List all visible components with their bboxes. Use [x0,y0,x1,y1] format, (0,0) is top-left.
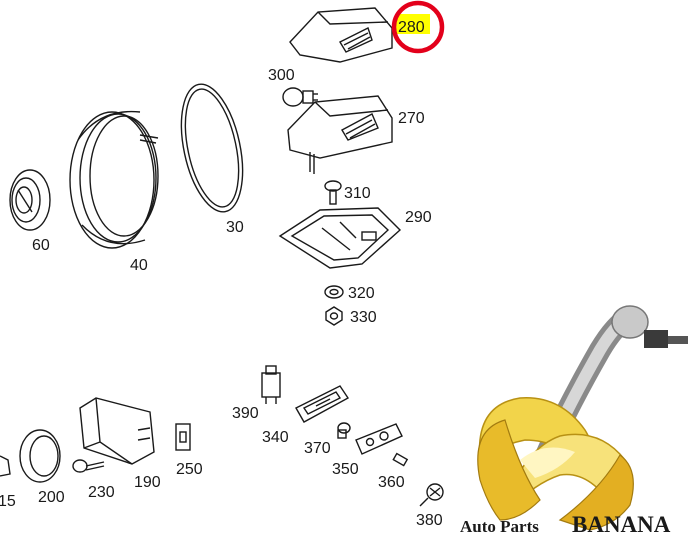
label-370: 370 [304,440,331,457]
label-40: 40 [130,257,148,274]
part-15-edge [0,455,11,477]
label-280: 280 [398,19,425,36]
part-250-clip [175,423,191,451]
label-320: 320 [348,285,375,302]
part-310-screw [324,180,342,205]
label-350: 350 [332,461,359,478]
label-310: 310 [344,185,371,202]
label-360: 360 [378,474,405,491]
label-15: 15 [0,493,16,510]
label-200: 200 [38,489,65,506]
highlight-marker [396,14,430,34]
label-390: 390 [232,405,259,422]
part-340-side-marker [295,385,350,423]
part-60-insert [9,169,51,231]
label-300: 300 [268,67,295,84]
part-380-screw [419,483,444,507]
label-30: 30 [226,219,244,236]
brand-line-2: BANANA [572,512,671,537]
brand-logo: Auto Parts BANANA [460,305,688,537]
part-370-socket [337,422,351,439]
label-60: 60 [32,237,50,254]
banana-picture [477,397,634,531]
part-190-lamp-housing [79,397,155,465]
label-380: 380 [416,512,443,529]
part-360-pin [392,452,409,467]
highlight-ring [391,0,445,54]
part-330-nut [325,306,343,326]
label-290: 290 [405,209,432,226]
label-250: 250 [176,461,203,478]
part-290-base-plate [278,207,402,269]
part-280-lens [289,7,393,63]
label-270: 270 [398,110,425,127]
part-300-bulb [282,87,318,107]
part-40-headlamp-ring [69,110,159,249]
brand-line-1: Auto Parts [460,517,539,536]
part-230-screw [72,459,105,473]
label-230: 230 [88,484,115,501]
part-270-housing [287,95,393,174]
part-30-ring [180,83,244,213]
label-190: 190 [134,474,161,491]
part-350-plate [355,423,403,455]
part-320-clip [324,285,344,299]
label-340: 340 [262,429,289,446]
part-390-connector [261,365,281,404]
label-330: 330 [350,309,377,326]
part-200-disc [19,429,61,483]
